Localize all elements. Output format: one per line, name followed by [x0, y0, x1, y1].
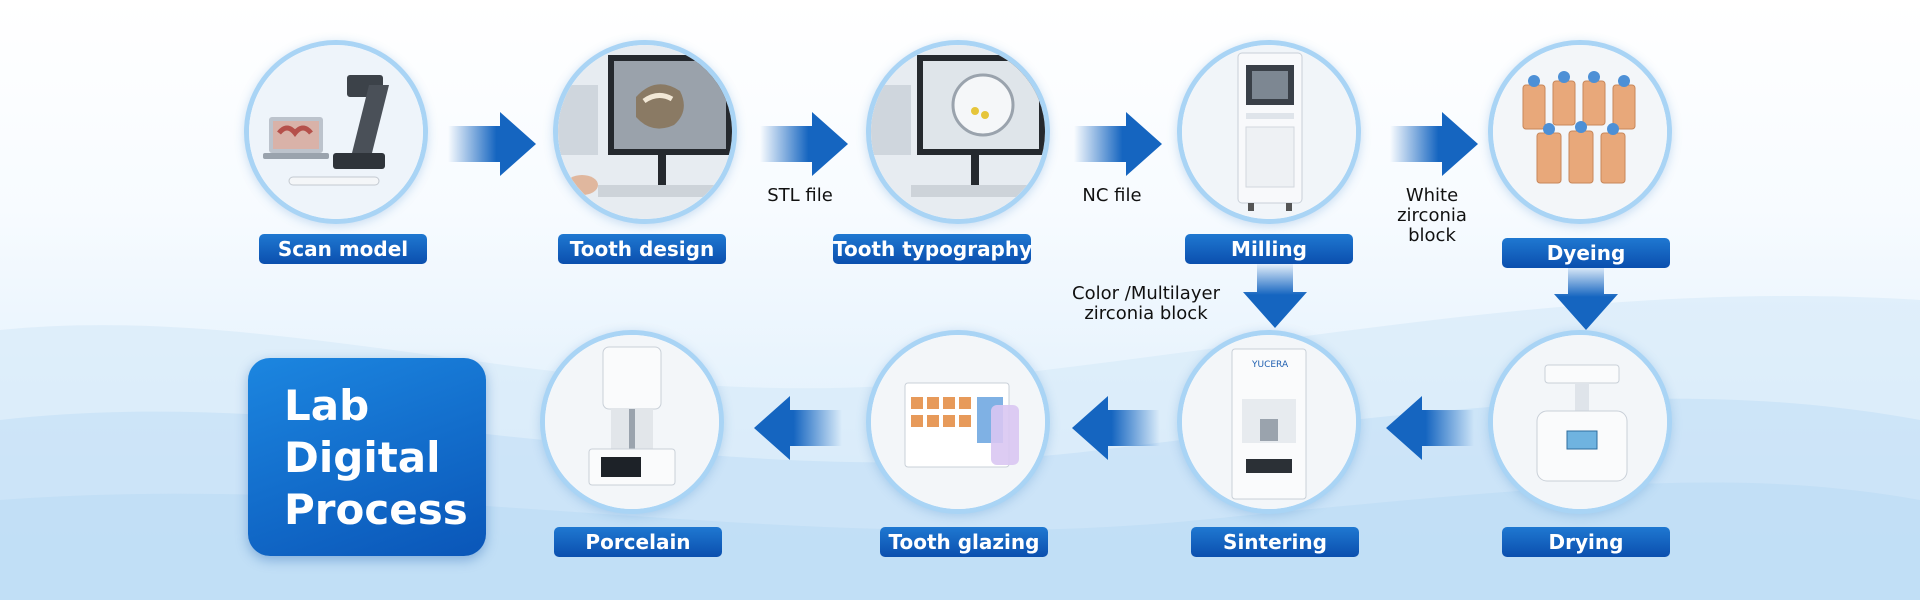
arrow-right-icon [1390, 112, 1478, 176]
step-tooth-typography-image [866, 40, 1050, 224]
note-white-line-3: block [1408, 225, 1456, 246]
step-porcelain-image [540, 330, 724, 514]
title-line-2: Digital [284, 433, 441, 482]
cad-design-monitor-icon [558, 45, 732, 219]
step-label-porcelain: Porcelain [554, 527, 722, 557]
note-white-zirconia-block: White zirconia block [1376, 186, 1488, 246]
note-white-line-1: White [1405, 185, 1459, 206]
porcelain-furnace-icon [545, 335, 719, 509]
note-nc-file: NC file [1082, 185, 1142, 206]
step-label-scan-model: Scan model [259, 234, 427, 264]
note-color-line-1: Color /Multilayer [1072, 283, 1220, 304]
title-box: Lab Digital Process [248, 358, 486, 556]
note-white-line-2: zirconia [1397, 205, 1467, 226]
step-label-milling: Milling [1185, 234, 1353, 264]
step-dyeing-image [1488, 40, 1672, 224]
note-color-line-2: zirconia block [1084, 303, 1208, 324]
note-color-multilayer-zirconia-block: Color /Multilayer zirconia block [1048, 284, 1244, 324]
arrow-right-icon [760, 112, 848, 176]
step-label-tooth-design: Tooth design [558, 234, 726, 264]
svg-text:YUCERA: YUCERA [1251, 360, 1289, 370]
step-milling-image [1177, 40, 1361, 224]
step-label-tooth-glazing: Tooth glazing [880, 527, 1048, 557]
arrow-down-icon [1554, 264, 1618, 330]
step-label-dyeing: Dyeing [1502, 238, 1670, 268]
step-tooth-design-image [553, 40, 737, 224]
3d-scanner-icon [249, 45, 423, 219]
coloring-liquid-bottles-icon [1493, 45, 1667, 219]
arrow-right-icon [448, 112, 536, 176]
step-sintering-image: YUCERA [1177, 330, 1361, 514]
step-scan-model-image [244, 40, 428, 224]
title-line-3: Process [284, 485, 468, 534]
arrow-left-icon [754, 396, 842, 460]
step-tooth-glazing-image [866, 330, 1050, 514]
step-label-tooth-typography: Tooth typography [833, 234, 1032, 264]
title-line-1: Lab [284, 381, 370, 430]
nesting-software-monitor-icon [871, 45, 1045, 219]
arrow-left-icon [1072, 396, 1160, 460]
step-label-drying: Drying [1502, 527, 1670, 557]
milling-machine-icon [1182, 45, 1356, 219]
note-stl-file: STL file [767, 185, 833, 206]
drying-furnace-icon [1493, 335, 1667, 509]
step-label-sintering: Sintering [1191, 527, 1359, 557]
arrow-right-icon [1074, 112, 1162, 176]
arrow-down-icon [1243, 262, 1307, 328]
sintering-furnace-icon: YUCERA [1182, 335, 1356, 509]
step-drying-image [1488, 330, 1672, 514]
arrow-left-icon [1386, 396, 1474, 460]
glaze-kit-icon [871, 335, 1045, 509]
